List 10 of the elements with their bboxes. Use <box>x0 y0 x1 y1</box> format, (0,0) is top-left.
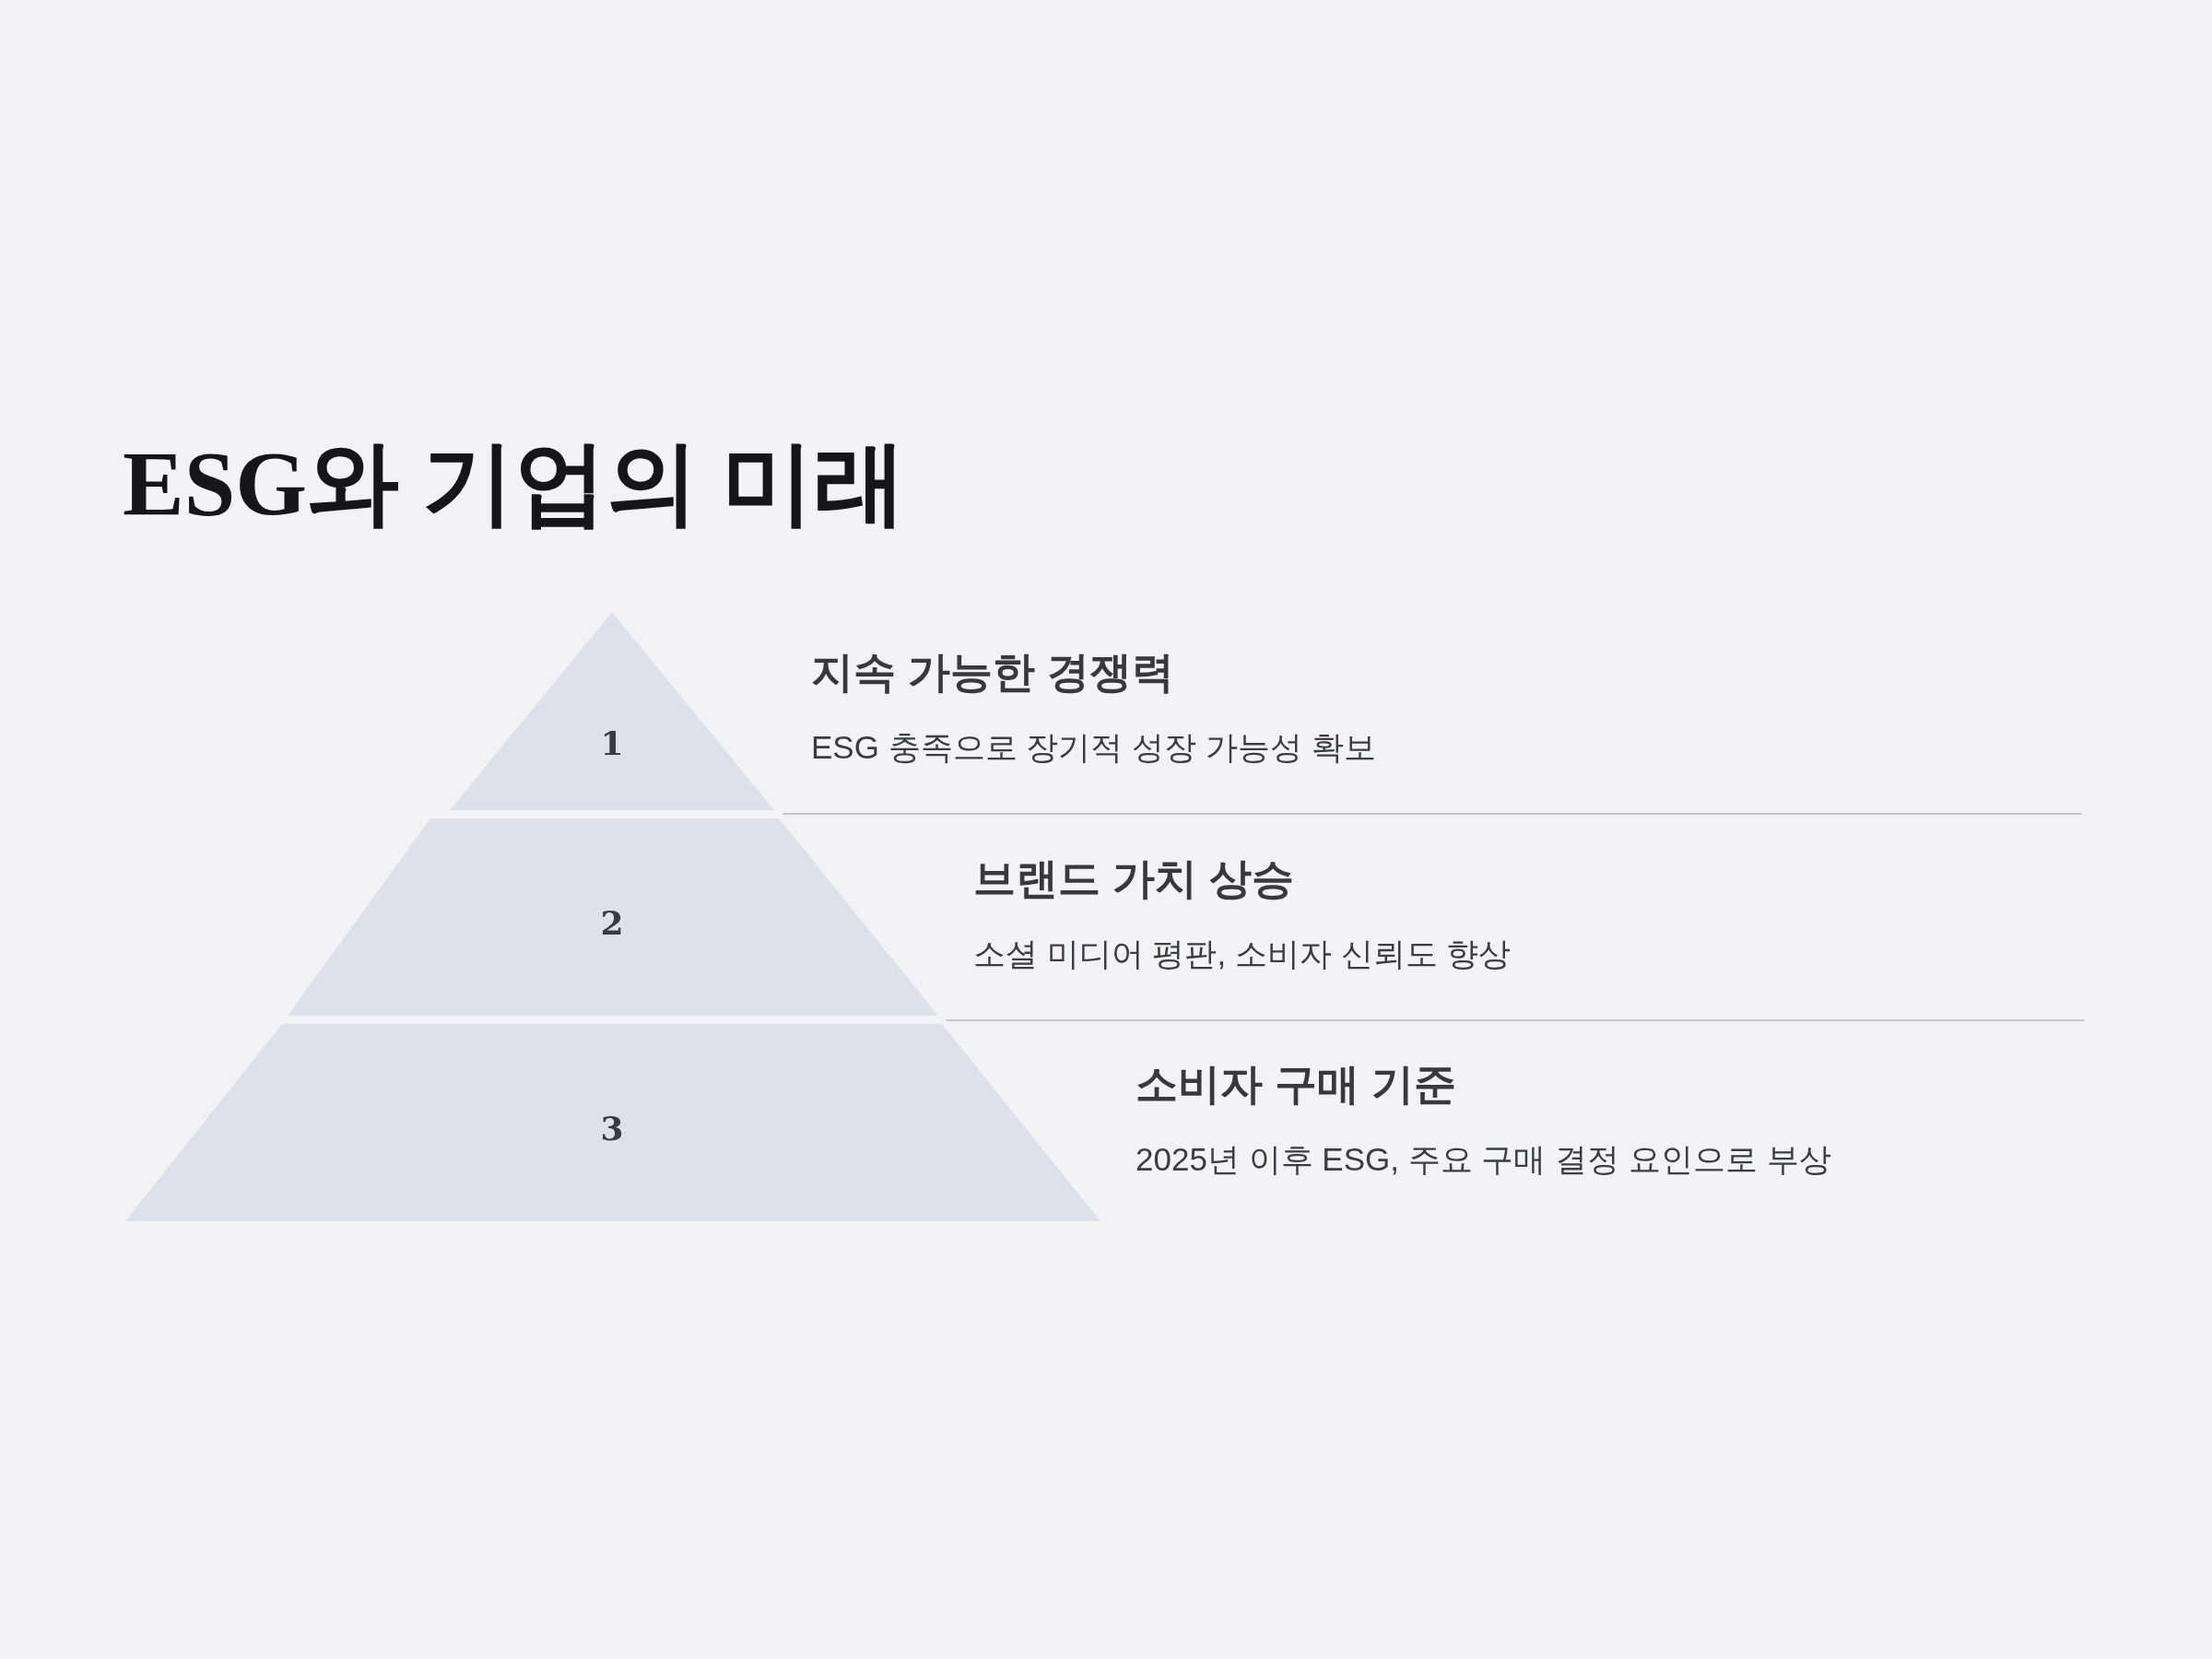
step-number: 3 <box>600 1112 624 1146</box>
step-number: 2 <box>600 906 624 940</box>
tier-heading: 브랜드 가치 상승 <box>973 853 1294 905</box>
tier-heading: 지속 가능한 경쟁력 <box>811 647 1174 699</box>
title: ESG와 기업의 미래 <box>123 433 907 535</box>
tier-heading: 소비자 구매 기준 <box>1135 1059 1456 1111</box>
tier-description: ESG 충족으로 장기적 성장 가능성 확보 <box>811 728 1376 767</box>
step-number: 1 <box>600 725 624 759</box>
tier-description: 소셜 미디어 평판, 소비자 신뢰도 향상 <box>973 935 1512 973</box>
tier-description: 2025년 이후 ESG, 주요 구매 결정 요인으로 부상 <box>1135 1140 1831 1179</box>
